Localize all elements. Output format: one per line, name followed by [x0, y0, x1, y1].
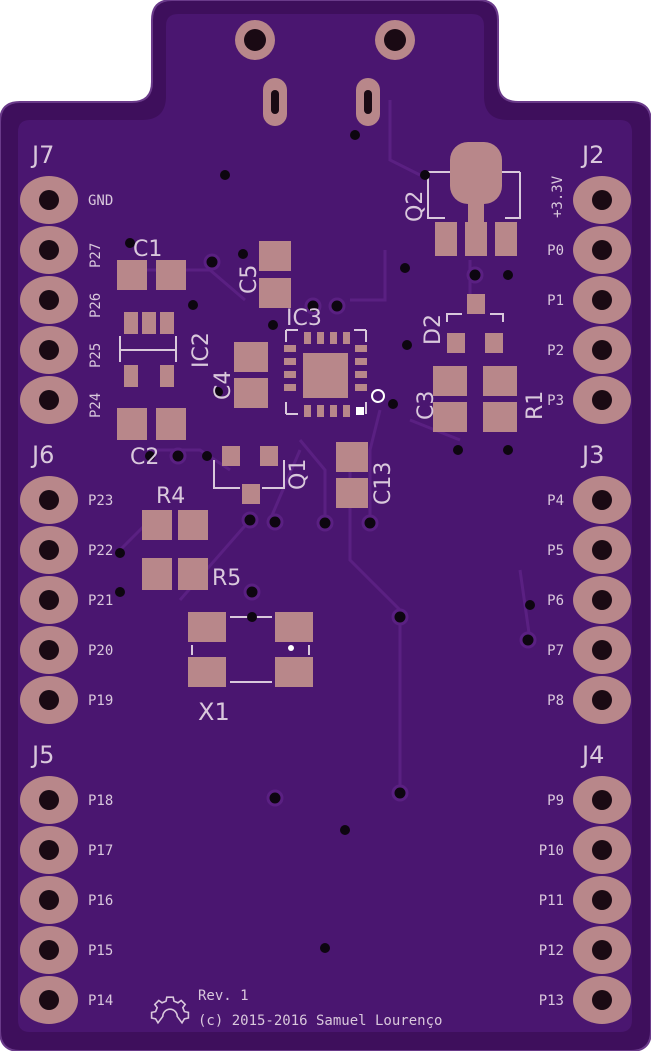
pin-label: P13	[539, 993, 564, 1009]
open-hardware-gear-icon	[150, 996, 190, 1025]
header-drill	[592, 190, 612, 210]
vias	[115, 130, 537, 953]
label-x1: X1	[198, 698, 230, 726]
label-c13: C13	[371, 462, 396, 505]
header-name-j2: J2	[580, 141, 604, 169]
pin-label: P26	[88, 293, 104, 318]
pin-label: P0	[547, 243, 564, 259]
pin-label: P14	[88, 993, 113, 1009]
label-c4: C4	[211, 371, 236, 400]
header-drill	[39, 490, 59, 510]
header-drill	[592, 590, 612, 610]
header-name-j4: J4	[580, 741, 604, 769]
header-drill	[592, 690, 612, 710]
pin-label: P12	[539, 943, 564, 959]
pin-label: P19	[88, 693, 113, 709]
label-q2: Q2	[403, 191, 428, 222]
pin-label: P2	[547, 343, 564, 359]
header-drill	[39, 290, 59, 310]
header-drill	[39, 590, 59, 610]
pin-label: P25	[88, 343, 104, 368]
header-drill	[39, 990, 59, 1010]
header-drill	[592, 940, 612, 960]
pin-label: P5	[547, 543, 564, 559]
header-drill	[592, 490, 612, 510]
header-drill	[39, 340, 59, 360]
header-drill	[39, 540, 59, 560]
header-drill	[39, 840, 59, 860]
pin-label: P8	[547, 693, 564, 709]
pin-label: P10	[539, 843, 564, 859]
pin-label: P6	[547, 593, 564, 609]
header-drill	[592, 290, 612, 310]
pin-label: P27	[88, 243, 104, 268]
header-drill	[39, 940, 59, 960]
header-drill	[39, 890, 59, 910]
pin-label: P15	[88, 943, 113, 959]
label-r1: R1	[523, 391, 548, 420]
copyright-label: (c) 2015-2016 Samuel Lourenço	[198, 1013, 442, 1029]
label-d2: D2	[421, 314, 446, 345]
label-c2: C2	[130, 445, 159, 470]
label-r5: R5	[212, 566, 241, 591]
label-c1: C1	[133, 237, 162, 262]
revision-label: Rev. 1	[198, 988, 249, 1004]
header-name-j6: J6	[30, 441, 54, 469]
usb-connector	[235, 20, 415, 126]
pin-label: P24	[88, 393, 104, 418]
header-drill	[592, 790, 612, 810]
header-drill	[39, 690, 59, 710]
header-drill	[592, 840, 612, 860]
pin-label: P23	[88, 493, 113, 509]
header-name-j7: J7	[30, 141, 54, 169]
pin-label: P3	[547, 393, 564, 409]
header-name-j3: J3	[580, 441, 604, 469]
header-drill	[39, 390, 59, 410]
label-c3: C3	[414, 391, 439, 420]
header-drill	[592, 240, 612, 260]
header-drill	[592, 340, 612, 360]
header-drill	[39, 640, 59, 660]
component-labels: C1 C2 C3 R1 C4 C5 C13 IC2 IC3 Q1 Q2 D2 R…	[130, 191, 548, 726]
pin-label: P9	[547, 793, 564, 809]
header-drill	[592, 990, 612, 1010]
header-drill	[39, 790, 59, 810]
components	[117, 142, 517, 687]
label-ic3: IC3	[286, 306, 322, 331]
pin-label: P4	[547, 493, 564, 509]
header-drill	[592, 640, 612, 660]
header-drill	[39, 190, 59, 210]
label-c5: C5	[237, 265, 262, 294]
pin-label: P18	[88, 793, 113, 809]
pin-label: P7	[547, 643, 564, 659]
label-ic2: IC2	[189, 332, 214, 368]
pin-label: +3.3V	[550, 175, 566, 218]
pin-label: GND	[88, 193, 113, 209]
header-drill	[592, 540, 612, 560]
pin-label: P11	[539, 893, 564, 909]
header-drill	[592, 890, 612, 910]
header-drill	[592, 390, 612, 410]
pin-label: P20	[88, 643, 113, 659]
pin-label: P1	[547, 293, 564, 309]
label-r4: R4	[156, 484, 185, 509]
pin-label: P16	[88, 893, 113, 909]
header-drill	[39, 240, 59, 260]
pin-label: P22	[88, 543, 113, 559]
pin-label: P17	[88, 843, 113, 859]
header-name-j5: J5	[30, 741, 54, 769]
pin-label: P21	[88, 593, 113, 609]
label-q1: Q1	[286, 459, 311, 490]
